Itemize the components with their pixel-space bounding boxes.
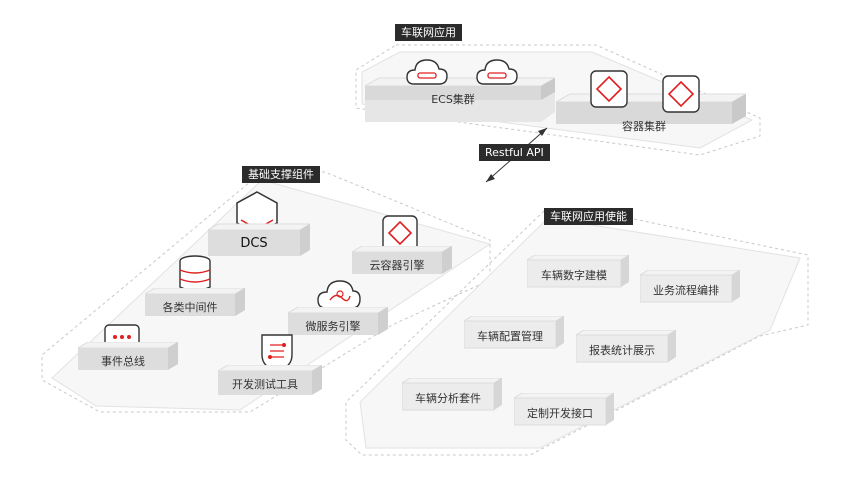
dev-tools-block: 开发测试工具 xyxy=(218,365,322,397)
container-cluster-label: 容器集群 xyxy=(622,120,666,133)
ecs-cluster-block: ECS集群 xyxy=(365,58,555,122)
api-arrow-top xyxy=(538,128,547,136)
ecs-cloud-icon xyxy=(475,58,519,91)
microservice-block: 微服务引擎 xyxy=(288,307,388,337)
analysis-kit-box: 车辆分析套件 xyxy=(402,378,502,412)
ecs-cloud-icon xyxy=(405,58,449,91)
business-flow-box: 业务流程编排 xyxy=(640,270,740,304)
event-bus-label: 事件总线 xyxy=(101,355,145,368)
api-arrow-bottom xyxy=(486,174,495,182)
config-mgmt-label: 车辆配置管理 xyxy=(477,330,543,343)
analysis-kit-label: 车辆分析套件 xyxy=(415,392,481,405)
container-cluster-block: 容器集群 xyxy=(556,88,746,138)
vehicle-model-label: 车辆数字建模 xyxy=(541,269,607,282)
vehicle-model-box: 车辆数字建模 xyxy=(527,255,629,289)
group-tag-base-components: 基础支撑组件 xyxy=(242,166,320,183)
group-tag-iov-enablement: 车联网应用使能 xyxy=(544,208,633,225)
container-icon xyxy=(588,68,630,114)
microservice-cloud-icon xyxy=(316,278,362,316)
config-mgmt-box: 车辆配置管理 xyxy=(464,316,564,350)
container-icon xyxy=(660,73,702,119)
cloud-container-engine-icon xyxy=(380,213,420,257)
event-bus-block: 事件总线 xyxy=(78,342,178,372)
restful-api-label: Restful API xyxy=(479,144,550,161)
custom-api-label: 定制开发接口 xyxy=(527,407,593,420)
report-box: 报表统计展示 xyxy=(576,330,676,364)
middleware-label: 各类中间件 xyxy=(162,301,218,314)
dcs-block: DCS xyxy=(208,222,310,258)
group-tag-iov-app: 车联网应用 xyxy=(395,24,462,41)
ecs-cluster-label: ECS集群 xyxy=(431,93,475,106)
report-label: 报表统计展示 xyxy=(589,344,655,357)
top-region-outline xyxy=(355,44,761,156)
custom-api-box: 定制开发接口 xyxy=(514,393,614,427)
middleware-block: 各类中间件 xyxy=(145,288,245,318)
right-region-outline xyxy=(345,209,809,456)
dcs-label: DCS xyxy=(240,236,268,251)
left-region-outline xyxy=(41,171,491,413)
microservice-label: 微服务引擎 xyxy=(305,320,361,333)
container-engine-block: 云容器引擎 xyxy=(352,246,452,276)
business-flow-label: 业务流程编排 xyxy=(653,284,719,297)
dev-tools-label: 开发测试工具 xyxy=(232,378,298,391)
container-engine-label: 云容器引擎 xyxy=(369,259,425,272)
